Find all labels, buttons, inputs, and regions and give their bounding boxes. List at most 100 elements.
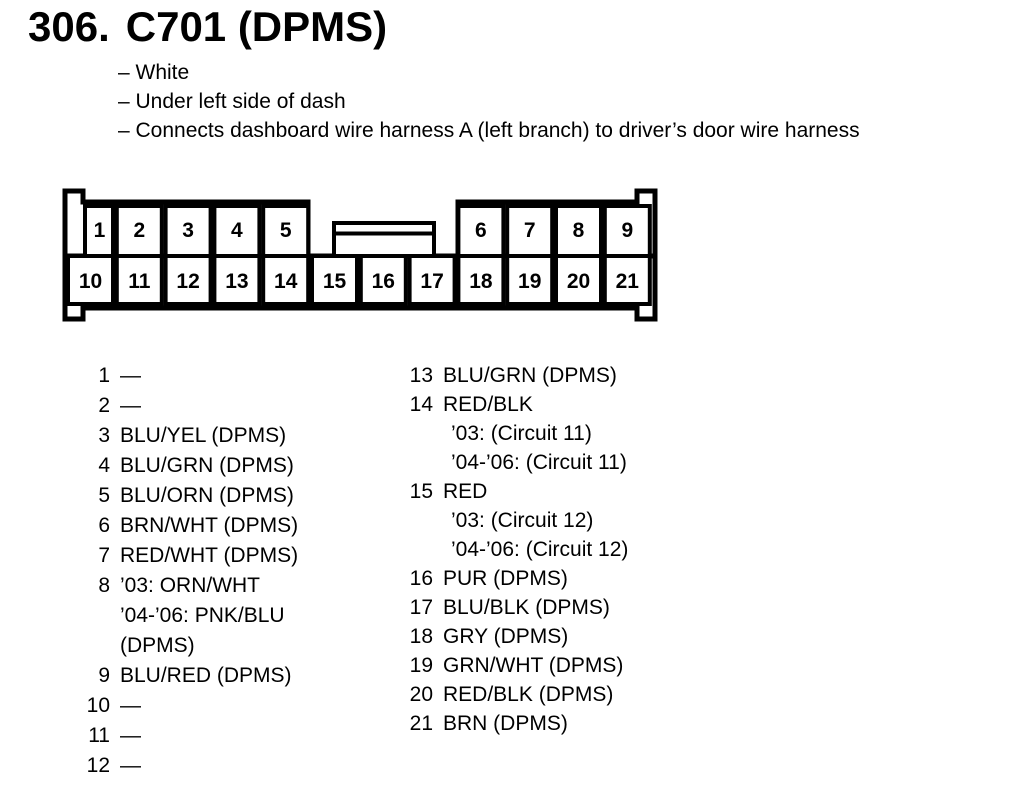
pin-row-continuation: (DPMS) xyxy=(76,631,298,661)
pin-number-label: 9 xyxy=(621,219,633,242)
pin-number-label: 14 xyxy=(274,270,298,293)
pin-row: 10 — xyxy=(76,691,298,721)
pin-cell-13 xyxy=(212,254,262,306)
pin-number-label: 21 xyxy=(616,270,640,293)
section-number: 306. xyxy=(28,3,110,50)
pin-row: 7 RED/WHT (DPMS) xyxy=(76,541,298,571)
pin-row-number: 7 xyxy=(98,544,110,567)
pin-row: 20 RED/BLK (DPMS) xyxy=(391,680,628,709)
pin-row-value: ’04-’06: (Circuit 12) xyxy=(451,538,629,561)
pin-row-value: — xyxy=(120,694,141,717)
connector-diagram: 1 2 3 4 5 6 7 8 9 10 11 12 13 14 15 16 1… xyxy=(60,186,660,324)
pin-row-value: BLU/GRN (DPMS) xyxy=(443,364,617,387)
connector-drawing: 1 2 3 4 5 6 7 8 9 10 11 12 13 14 15 16 1… xyxy=(62,188,658,322)
pin-row-value: BLU/BLK (DPMS) xyxy=(443,596,610,619)
pin-row-number: 9 xyxy=(98,664,110,687)
pin-cell-15 xyxy=(310,254,359,306)
pin-cell-10 xyxy=(66,254,115,306)
pin-row-number xyxy=(391,448,433,477)
pin-cell-18 xyxy=(456,254,506,306)
pin-number-label: 10 xyxy=(79,270,102,293)
pin-cell-21 xyxy=(602,254,652,306)
pin-row-number: 4 xyxy=(98,454,110,477)
pin-number-label: 20 xyxy=(567,270,590,293)
pin-row-value: PUR (DPMS) xyxy=(443,567,568,590)
pin-number-label: 2 xyxy=(133,219,145,242)
pin-row-number xyxy=(76,601,110,631)
pin-row-value: ’04-’06: (Circuit 11) xyxy=(451,451,627,474)
pin-row-value: RED/BLK (DPMS) xyxy=(443,683,614,706)
pin-row: 13 BLU/GRN (DPMS) xyxy=(391,361,628,390)
pin-row: 8 ’03: ORN/WHT xyxy=(76,571,298,601)
pin-row-number: 2 xyxy=(98,394,110,417)
pin-cell-7 xyxy=(505,204,555,258)
pin-cell-12 xyxy=(163,254,213,306)
pin-number-label: 11 xyxy=(128,270,151,293)
pin-row-number: 12 xyxy=(86,754,110,777)
connector-name: C701 (DPMS) xyxy=(125,3,388,50)
pin-row-value: RED xyxy=(443,480,488,503)
pin-row-value: RED/WHT (DPMS) xyxy=(120,544,299,567)
pin-number-label: 7 xyxy=(524,219,536,242)
pin-cell-16 xyxy=(358,254,408,306)
pin-row-number: 8 xyxy=(98,574,110,597)
pin-row-value: BLU/GRN (DPMS) xyxy=(120,454,294,477)
pin-number-label: 15 xyxy=(323,270,347,293)
pin-row-continuation: ’03: (Circuit 11) xyxy=(391,419,628,448)
pin-row-number: 21 xyxy=(409,712,433,735)
pin-row-continuation: ’03: (Circuit 12) xyxy=(391,506,628,535)
pin-row-number xyxy=(391,535,433,564)
pin-row-number: 14 xyxy=(409,393,433,416)
pin-number-label: 19 xyxy=(518,270,541,293)
pin-row-number xyxy=(391,419,433,448)
pin-number-label: 13 xyxy=(225,270,248,293)
pin-number-label: 8 xyxy=(573,219,585,242)
pin-cell-17 xyxy=(407,254,457,306)
pin-cell-5 xyxy=(261,204,311,258)
pin-row-number: 16 xyxy=(409,567,433,590)
pin-number-label: 6 xyxy=(475,219,487,242)
pin-cell-19 xyxy=(505,254,555,306)
pin-row-value: BRN/WHT (DPMS) xyxy=(120,514,299,537)
pin-row: 2— xyxy=(76,391,298,421)
pin-number-label: 1 xyxy=(94,219,106,242)
pin-row: 4 BLU/GRN (DPMS) xyxy=(76,451,298,481)
pin-row-number: 10 xyxy=(86,694,110,717)
pin-row-value: ’03: ORN/WHT xyxy=(120,574,261,597)
pin-row-number: 5 xyxy=(98,484,110,507)
connector-latch xyxy=(332,221,436,258)
pin-row-continuation: ’04-’06: (Circuit 11) xyxy=(391,448,628,477)
pin-row-number: 19 xyxy=(409,654,433,677)
pin-number-label: 17 xyxy=(420,270,443,293)
pin-row-value: ’03: (Circuit 12) xyxy=(451,509,594,532)
pin-row: 1— xyxy=(76,361,298,391)
pin-row-number: 20 xyxy=(409,683,433,706)
pin-row: 15 RED xyxy=(391,477,628,506)
pin-row: 16 PUR (DPMS) xyxy=(391,564,628,593)
pin-row-continuation: ’04-’06: PNK/BLU xyxy=(76,601,298,631)
pin-number-label: 4 xyxy=(231,219,243,242)
pin-row-number: 15 xyxy=(409,480,433,503)
pin-row-value: BLU/RED (DPMS) xyxy=(120,664,292,687)
pin-row-value: BLU/YEL (DPMS) xyxy=(120,424,287,447)
pin-row: 11 — xyxy=(76,721,298,751)
pin-cell-11 xyxy=(114,254,164,306)
pin-cell-3 xyxy=(163,204,213,258)
pin-row-number: 13 xyxy=(409,364,433,387)
pin-number-label: 16 xyxy=(372,270,395,293)
pin-row-value: (DPMS) xyxy=(120,634,195,657)
pin-number-label: 18 xyxy=(469,270,493,293)
pin-row-value: — xyxy=(120,724,141,747)
pin-row: 12— xyxy=(76,751,298,781)
pin-row-number: 11 xyxy=(88,724,110,747)
pin-row-number xyxy=(391,506,433,535)
